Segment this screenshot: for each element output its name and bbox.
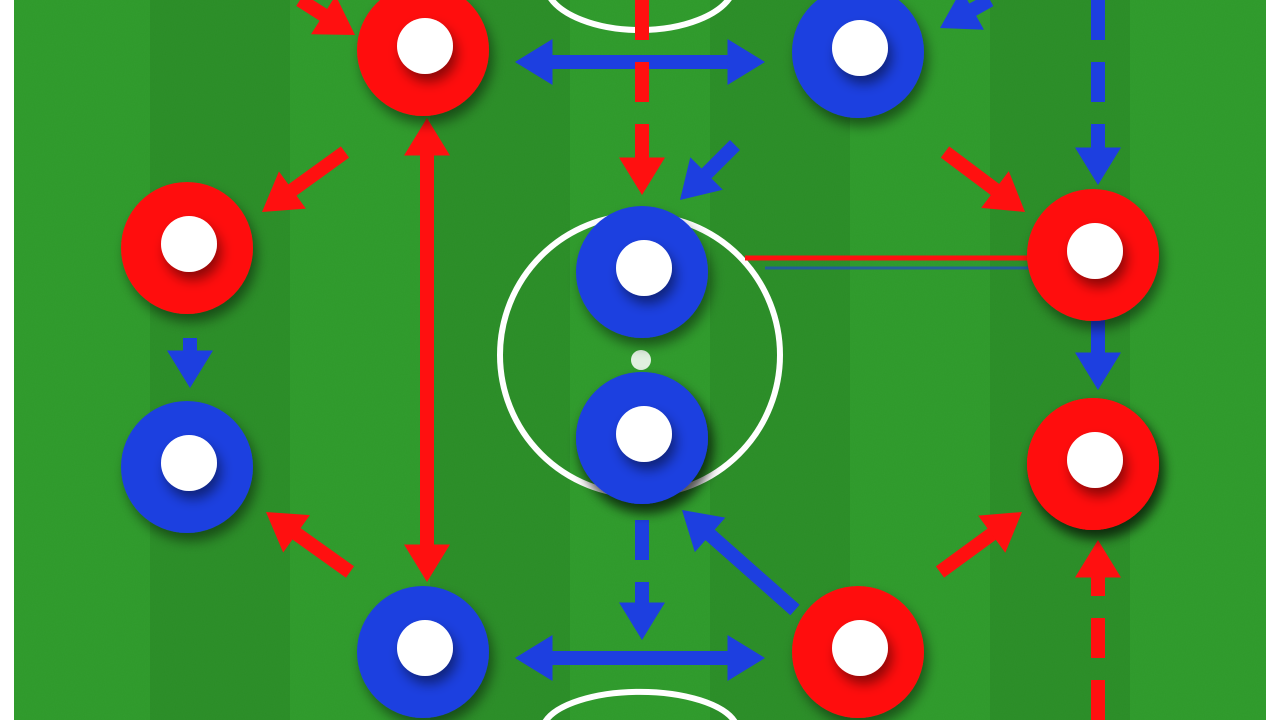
arrow-a9 [940,146,1025,212]
arrow-a11 [167,338,213,388]
arrow-a4 [1075,0,1121,185]
player-token-blue-p5[interactable] [576,206,708,338]
player-token-red-p6[interactable] [1027,189,1159,321]
player-token-red-p12[interactable] [792,586,924,718]
arrow-a15 [619,520,665,640]
player-token-red-p3[interactable] [121,182,253,314]
movement-arrows [167,0,1121,720]
arrow-a6 [262,146,350,212]
arrow-a17 [515,635,765,681]
arrow-a16 [682,510,800,616]
player-token-blue-p9[interactable] [357,586,489,718]
arrow-a12 [745,255,1030,270]
arrow-a1 [296,0,355,35]
arrow-a14 [266,512,355,578]
arrow-a19 [935,512,1022,578]
player-tokens [121,0,1159,718]
arrow-a7 [404,118,450,582]
arrow-a18 [1075,540,1121,720]
player-token-blue-p10[interactable] [576,372,708,504]
arrow-a5 [619,0,665,195]
center-spot [631,350,651,370]
player-token-blue-p2[interactable] [792,0,924,118]
player-token-red-p11[interactable] [1027,398,1159,530]
player-token-blue-p4[interactable] [121,401,253,533]
bottom-goal-arc [542,688,738,720]
arrow-a13 [1075,320,1121,390]
arrow-a3 [940,0,994,30]
player-token-red-p1[interactable] [357,0,489,116]
arrow-a8 [680,140,740,200]
